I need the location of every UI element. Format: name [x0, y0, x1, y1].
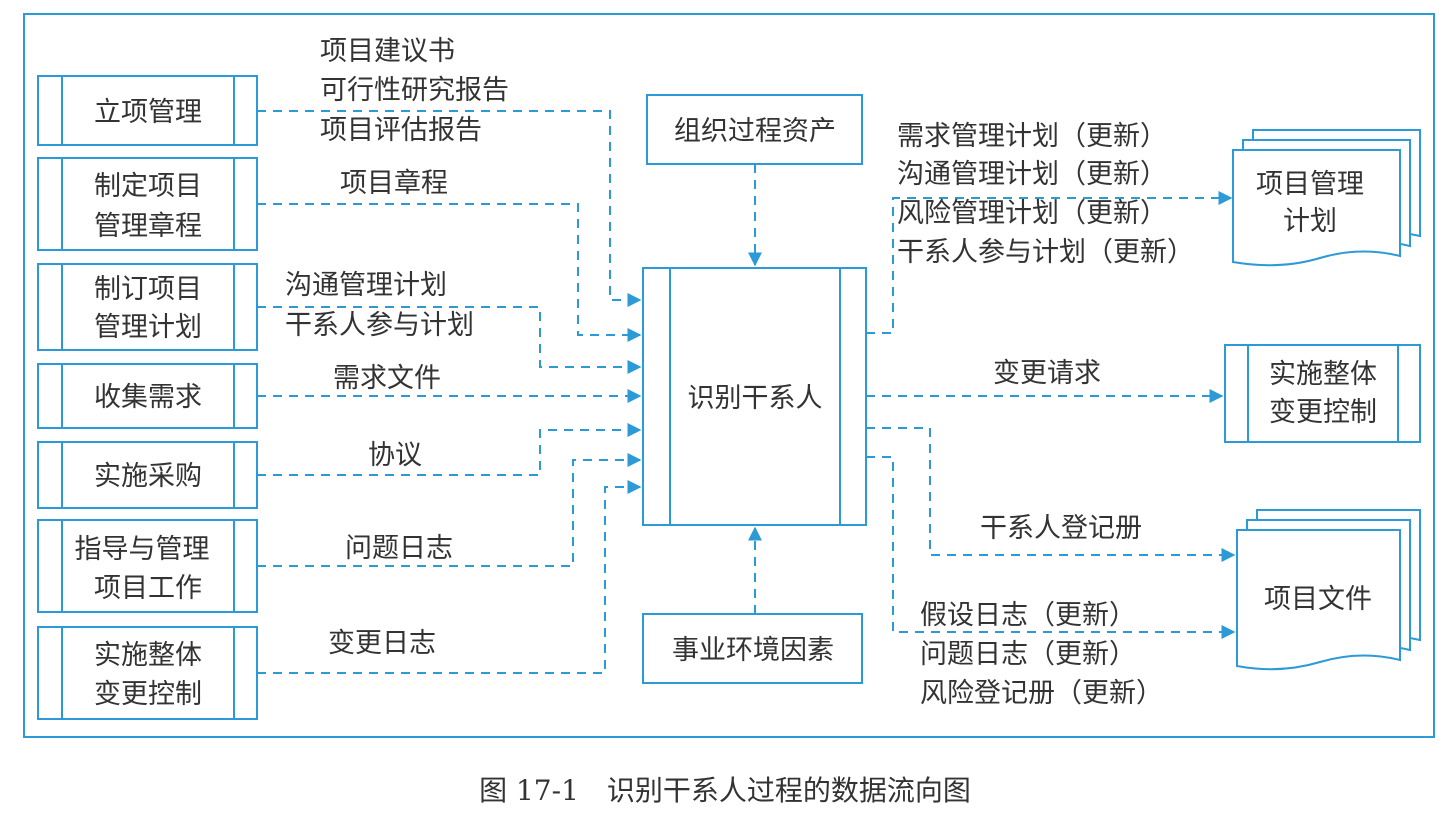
output-integrated-change-control: 实施整体 变更控制	[1224, 344, 1421, 443]
output-label: 实施整体	[1269, 359, 1377, 390]
flow-label: 问题日志（更新）	[920, 639, 1136, 670]
flow-label: 风险管理计划（更新）	[897, 198, 1167, 229]
process-label: 制订项目	[94, 274, 202, 305]
flow-label: 项目评估报告	[320, 115, 482, 146]
process-label: 项目工作	[94, 573, 202, 604]
output-label: 项目文件	[1264, 584, 1372, 615]
process-label: 管理章程	[94, 211, 202, 242]
enterprise-env-factors: 事业环境因素	[642, 613, 863, 684]
process-label: 实施采购	[94, 461, 202, 492]
flow-label: 风险登记册（更新）	[920, 678, 1163, 709]
process-label: 实施整体	[94, 640, 202, 671]
input-process-2: 制定项目 管理章程	[37, 157, 258, 251]
process-label: 变更控制	[94, 679, 202, 710]
output-project-documents: 项目文件	[1236, 509, 1421, 671]
flow-label: 项目建议书	[320, 36, 455, 67]
process-label: 指导与管理	[75, 534, 210, 565]
output-label: 计划	[1283, 206, 1337, 237]
center-label: 识别干系人	[688, 383, 823, 414]
flow-label: 需求文件	[333, 363, 441, 394]
top-label: 组织过程资产	[674, 116, 836, 147]
flow-label: 假设日志（更新）	[920, 600, 1136, 631]
flow-label: 沟通管理计划	[285, 270, 447, 301]
flow-label: 问题日志	[345, 533, 453, 564]
process-label: 管理计划	[94, 312, 202, 343]
input-process-5: 实施采购	[37, 441, 258, 509]
process-label: 收集需求	[94, 382, 202, 413]
flow-label: 协议	[368, 440, 422, 471]
output-label: 项目管理	[1256, 169, 1364, 200]
org-process-assets: 组织过程资产	[646, 94, 863, 165]
figure-caption: 图 17-1 识别干系人过程的数据流向图	[479, 774, 971, 807]
input-process-3: 制订项目 管理计划	[37, 263, 258, 351]
input-process-6: 指导与管理 项目工作	[37, 519, 258, 613]
center-process: 识别干系人	[642, 267, 867, 526]
outer-frame	[23, 13, 1435, 738]
input-process-1: 立项管理	[37, 75, 258, 146]
output-pm-plan-document: 项目管理 计划	[1232, 129, 1421, 267]
process-label: 制定项目	[94, 171, 202, 202]
process-label: 立项管理	[94, 97, 202, 128]
flow-label: 变更日志	[328, 628, 436, 659]
input-process-7: 实施整体 变更控制	[37, 626, 258, 720]
bottom-label: 事业环境因素	[672, 635, 834, 666]
flow-label: 项目章程	[340, 168, 448, 199]
flow-label: 沟通管理计划（更新）	[897, 159, 1167, 190]
flow-label: 干系人参与计划	[285, 310, 474, 341]
flow-label: 需求管理计划（更新）	[897, 121, 1167, 152]
output-label: 变更控制	[1269, 397, 1377, 428]
flow-labels: 项目建议书 可行性研究报告 项目评估报告 项目章程 沟通管理计划 干系人参与计划…	[285, 36, 1194, 709]
flow-label: 可行性研究报告	[320, 75, 509, 106]
flow-label: 干系人参与计划（更新）	[897, 237, 1194, 268]
input-process-4: 收集需求	[37, 363, 258, 429]
flow-label: 变更请求	[993, 358, 1101, 389]
flow-arrows	[257, 110, 1236, 674]
flow-label: 干系人登记册	[980, 513, 1142, 544]
